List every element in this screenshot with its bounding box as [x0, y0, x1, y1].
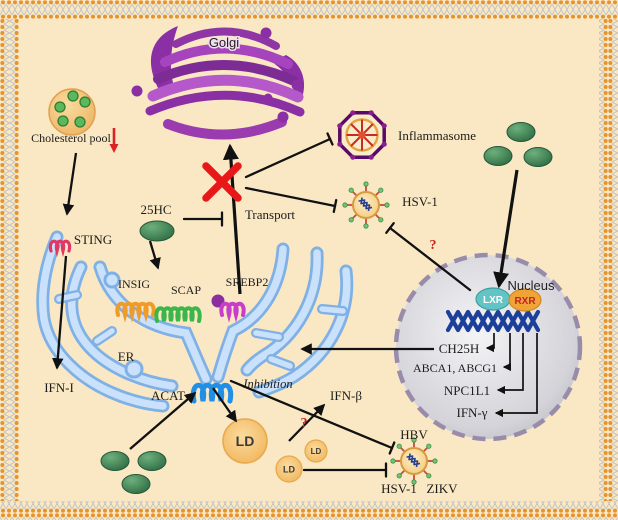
nucleus — [393, 252, 583, 442]
sterol-molecule-icons — [100, 122, 553, 494]
transport-label: Transport — [245, 207, 295, 222]
arrow-cholesterol-to-sting — [62, 152, 78, 216]
npc1l1-label: NPC1L1 — [444, 383, 490, 398]
rxr-label: RXR — [514, 296, 536, 307]
insig-label: INSIG — [118, 277, 150, 291]
arrow-25hc-to-acat — [129, 391, 197, 450]
scap-label: SCAP — [171, 283, 201, 297]
arrow-ld-to-ifnb — [288, 403, 326, 442]
srebp2-protein-coil — [219, 301, 246, 323]
arrow-sting-to-ifn1 — [52, 255, 68, 370]
hsv1-bottom-label: HSV-1 — [381, 481, 417, 496]
inhibition-label: Inhibition — [242, 377, 292, 391]
nucleus-label: Nucleus — [508, 278, 555, 293]
ld-small2-label: LD — [283, 465, 295, 475]
golgi-label: Golgi — [209, 35, 239, 50]
hbv-hsv1-zikv-virion-icon — [389, 436, 439, 486]
inhibit-lxr-to-hsv1 — [388, 226, 472, 292]
25hc-label: 25HC — [140, 202, 171, 217]
golgi-vesicles — [131, 27, 303, 123]
insig-protein-coil — [115, 301, 156, 323]
ifnb-label: IFN-β — [330, 388, 362, 403]
pathway-arrows — [52, 132, 519, 478]
inflammasome-icon — [337, 110, 387, 160]
inflammasome-label: Inflammasome — [398, 128, 476, 143]
er-bulb — [124, 359, 144, 379]
cholesterol-pool-icon — [48, 88, 96, 136]
hbv-label: HBV — [400, 427, 428, 442]
blocked-transport-x-icon — [202, 162, 242, 202]
ifn1-label: IFN-I — [44, 380, 74, 395]
rxr-receptor — [508, 288, 542, 312]
er-label: ER — [118, 349, 135, 364]
question-mark-ld: ? — [301, 416, 308, 431]
ifng-label: IFN-γ — [456, 405, 487, 420]
gene-connectors — [485, 333, 538, 418]
srebp2-label: SREBP2 — [226, 275, 269, 289]
cholesterol-pool-label: Cholesterol pool — [31, 131, 111, 145]
ch25h-label: CH25H — [439, 341, 479, 356]
er-membrane — [36, 230, 354, 413]
dna-helix-icon — [445, 309, 541, 333]
abca1-abcg1-label: ABCA1, ABCG1 — [413, 361, 497, 375]
ld-big-label: LD — [236, 433, 255, 449]
scap-protein-coil — [154, 306, 202, 323]
sting-protein-coil — [48, 239, 72, 258]
golgi-organelle — [131, 26, 305, 140]
zikv-label: ZIKV — [426, 481, 458, 496]
er-knob — [103, 271, 121, 289]
ld-small1-label: LD — [311, 447, 322, 456]
acat-protein-coil — [190, 382, 234, 404]
hsv1-label: HSV-1 — [402, 194, 438, 209]
inhibit-x-to-inflammasome — [244, 137, 332, 179]
arrow-25hc-to-lxr — [493, 169, 519, 289]
question-mark-nucleus: ? — [430, 238, 437, 253]
inhibit-acat-to-hbv — [229, 379, 394, 450]
inhibit-x-to-hsv1 — [244, 186, 337, 208]
arrow-acat-to-ld — [212, 387, 237, 423]
lxr-label: LXR — [483, 295, 504, 306]
arrow-25hc-to-insig — [148, 240, 161, 270]
lipid-droplet-icons — [222, 418, 328, 483]
hsv1-virion-icon — [341, 180, 391, 230]
decrease-arrow-icon — [109, 128, 119, 153]
acat-label: ACAT — [151, 388, 185, 403]
sting-label: STING — [74, 232, 112, 247]
